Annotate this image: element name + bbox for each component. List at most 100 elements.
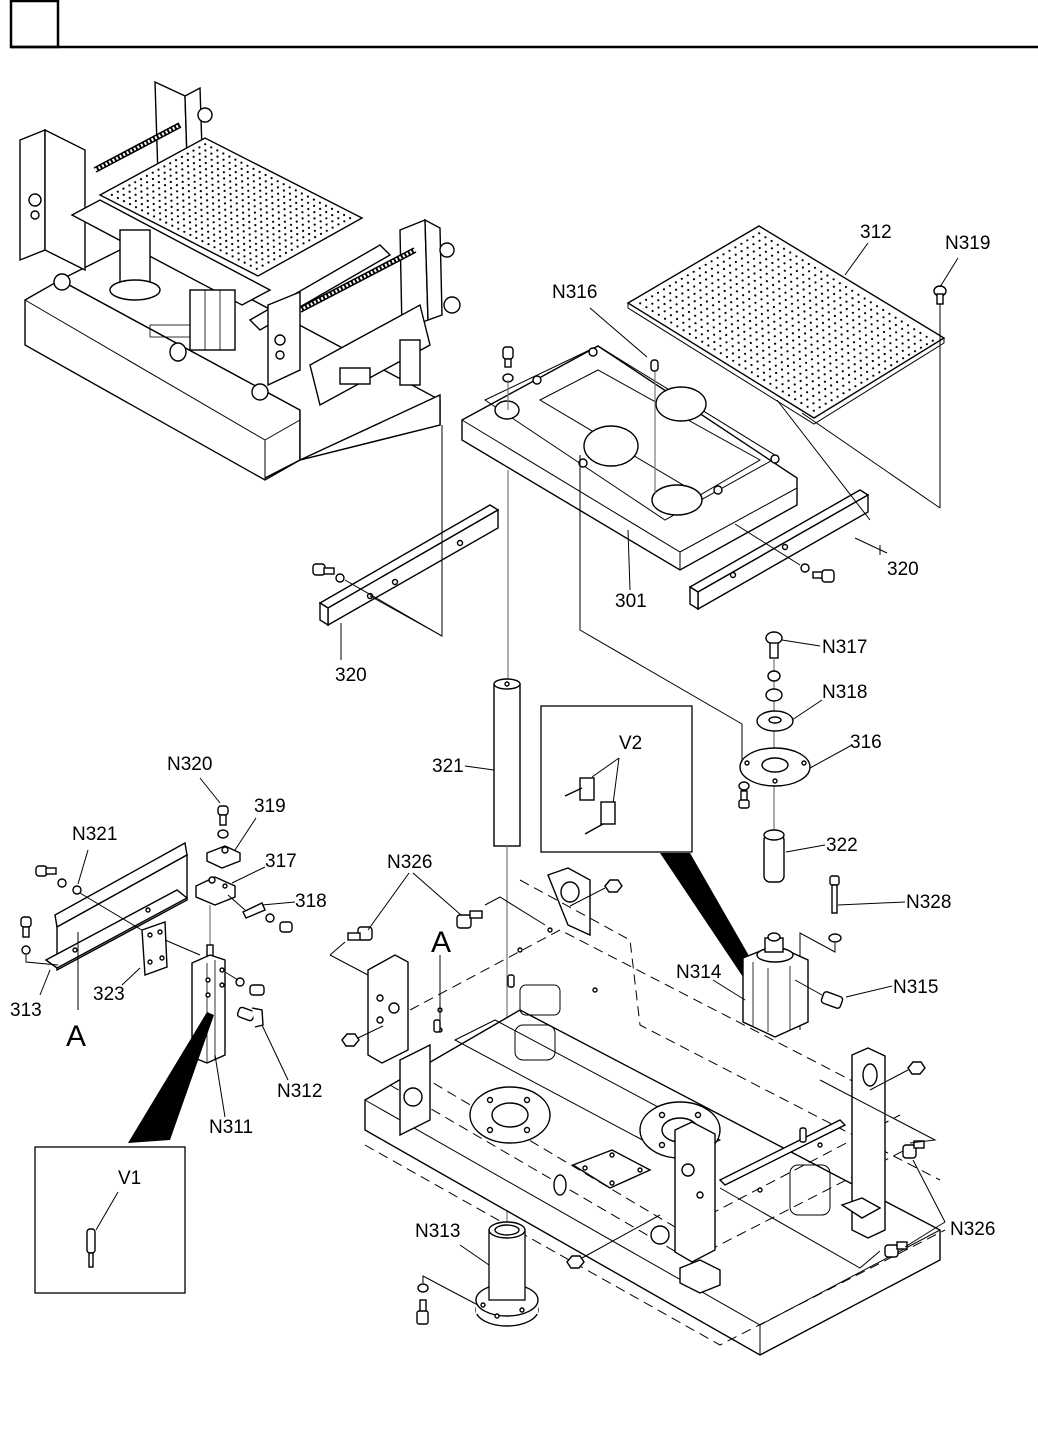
perforation-hole [683,329,685,331]
perforation-hole [320,227,322,229]
perforation-hole [786,343,788,345]
section-marker-a-left: A [66,1020,86,1053]
washer-flat [766,689,782,701]
perforation-hole [800,395,802,397]
perforation-hole [230,218,232,220]
perforation-hole [745,367,747,369]
perforation-hole [676,318,678,320]
perforation-hole [782,390,784,392]
perforation-hole [296,233,298,235]
perforation-hole [724,305,726,307]
perforation-hole [198,146,200,148]
perforation-hole [762,350,764,352]
perforation-hole [769,375,771,377]
perforation-hole [805,362,807,364]
perforation-hole [291,249,293,251]
perforation-hole [272,221,274,223]
perforation-hole [815,311,817,313]
perforation-hole [200,209,202,211]
perforation-hole [216,149,218,151]
perforation-hole [682,322,684,324]
perforation-hole [700,304,702,306]
callout-n318: N318 [822,682,867,703]
perforation-hole [290,224,292,226]
perforation-hole [768,339,770,341]
callout-n312: N312 [277,1081,322,1102]
perforation-hole [743,316,745,318]
perforation-hole [876,305,878,307]
perforation-hole [296,239,298,241]
perforation-hole [787,358,789,360]
perforation-hole [296,227,298,229]
perforation-hole [841,341,843,343]
perforation-hole [152,172,154,174]
callout-n326-right: N326 [950,1219,995,1240]
perforation-hole [229,174,231,176]
perforation-hole [687,296,689,298]
perforation-hole [219,224,221,226]
perforation-hole [301,205,303,207]
perforation-hole [787,365,789,367]
perforation-hole [815,296,817,298]
perforation-hole [761,320,763,322]
perforation-hole [854,385,856,387]
perforation-hole [212,215,214,217]
perforation-hole [719,330,721,332]
perforation-hole [818,377,820,379]
perforation-hole [266,205,268,207]
detail-label-v1: V1 [118,1168,141,1189]
perforation-hole [853,334,855,336]
page-number-box [11,1,58,47]
perforation-hole [737,334,739,336]
perforation-hole [734,246,736,248]
perforation-hole [775,357,777,359]
perforation-hole [225,221,227,223]
perforation-hole [780,346,782,348]
perforation-hole [325,205,327,207]
perforation-hole [754,294,756,296]
perforation-hole [135,200,137,202]
perforation-hole [193,168,195,170]
perforation-hole [706,293,708,295]
perforation-hole [153,215,155,217]
perforation-hole [792,332,794,334]
perforation-hole [756,360,758,362]
perforation-hole [663,288,665,290]
perforation-hole [225,240,227,242]
perforation-hole [140,178,142,180]
perforation-hole [852,326,854,328]
perforation-hole [760,284,762,286]
perforation-hole [717,257,719,259]
perforation-hole [194,199,196,201]
perforation-hole [681,285,683,287]
perforation-hole [189,234,191,236]
perforation-hole [848,374,850,376]
perforation-hole [265,186,267,188]
perforation-hole [842,392,844,394]
perforation-hole [187,171,189,173]
perforation-hole [768,331,770,333]
perforation-hole [774,328,776,330]
perforation-hole [230,205,232,207]
perforation-hole [810,329,812,331]
perforation-hole [747,261,749,263]
perforation-hole [822,315,824,317]
perforation-hole [731,338,733,340]
perforation-hole [277,193,279,195]
perforation-hole [778,266,780,268]
perforation-hole [175,172,177,174]
perforation-hole [242,212,244,214]
perforation-hole [796,270,798,272]
perforation-hole [841,363,843,365]
perforation-hole [798,321,800,323]
perforation-hole [890,357,892,359]
perforation-hole [781,368,783,370]
perforation-hole [795,255,797,257]
perforation-hole [651,303,653,305]
perforation-hole [828,333,830,335]
perforation-hole [285,246,287,248]
perforation-hole [773,321,775,323]
perforation-hole [194,187,196,189]
perforation-hole [188,203,190,205]
perforation-hole [781,376,783,378]
